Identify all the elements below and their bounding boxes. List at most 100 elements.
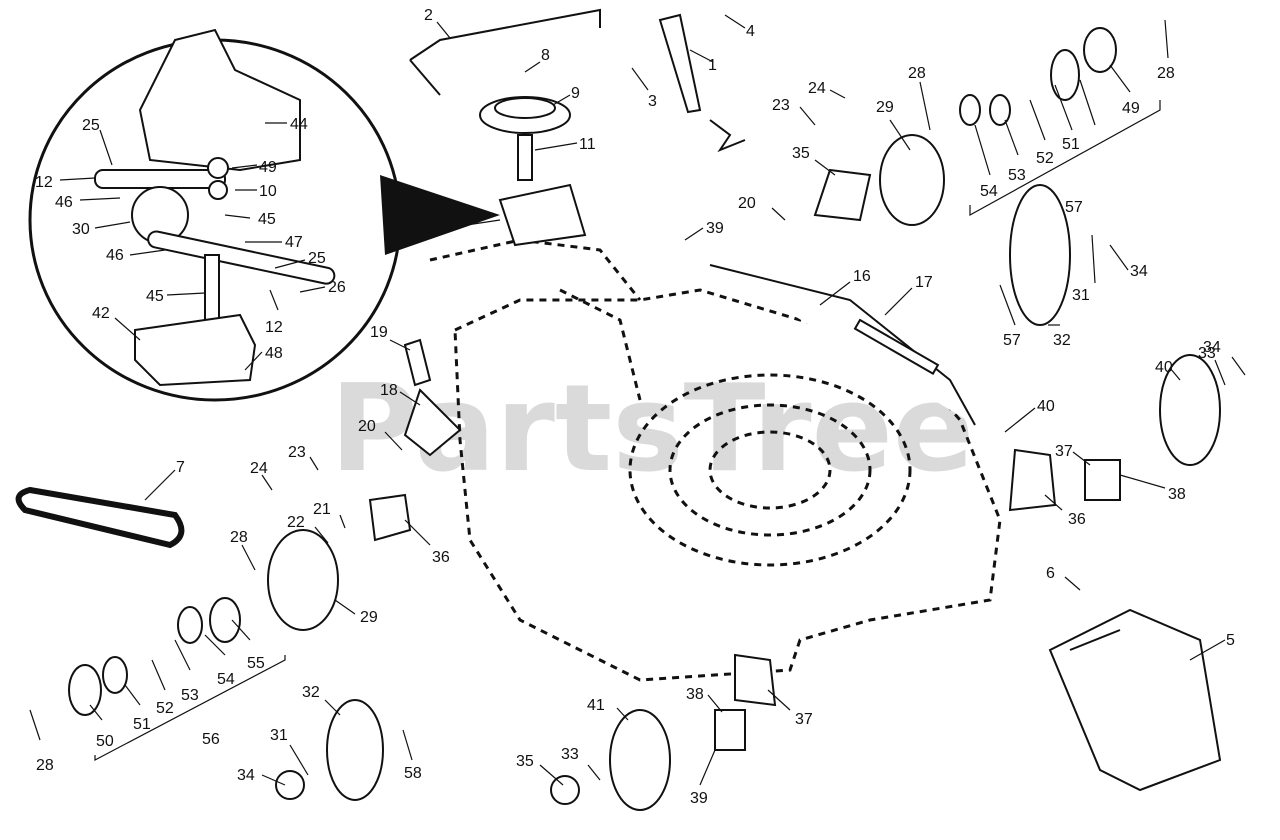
callout-label: 33 [1198,345,1216,362]
drive-belt [15,486,185,549]
callout-label: 49 [1122,100,1140,117]
callout-label: 13 [432,219,450,236]
callout-label: 17 [915,274,933,291]
callout-label: 2 [424,7,433,24]
callout-label: 34 [1203,339,1221,356]
callout-label: 36 [1068,511,1086,528]
bracket-left [368,493,412,542]
callout-label: 8 [541,47,550,64]
callout-label: 57 [1003,332,1021,349]
gear-wheel-left [267,529,339,631]
bearing-right [1050,49,1080,101]
callout-label: 28 [1157,65,1175,82]
callout-label: 37 [1055,443,1073,460]
bracket-right-front [1008,448,1057,512]
callout-label: 52 [156,700,174,717]
callout-label: 26 [328,279,346,296]
deck-housing-outline [429,238,1002,682]
callout-label: 47 [285,234,303,251]
callout-label: 16 [853,268,871,285]
callout-label: 39 [706,220,724,237]
callout-label: 23 [772,97,790,114]
callout-label: 21 [313,501,331,518]
hubcap-left-front [550,775,580,805]
transmission-inset [28,28,500,402]
hubcap-left-rear [275,770,305,800]
callout-labels: 1 2 3 4 5 6 7 8 9 10 11 12 12 13 16 17 1… [29,7,1246,807]
gear-wheel-right [879,134,945,226]
callout-label: 12 [35,174,53,191]
callout-label: 20 [358,418,376,435]
callout-label: 10 [259,183,277,200]
input-shaft [517,134,533,181]
break-symbol [709,119,746,153]
callout-label: 12 [265,319,283,336]
callout-label: 48 [265,345,283,362]
callout-label: 36 [432,549,450,566]
callout-label: 55 [247,655,265,672]
callout-label: 41 [587,697,605,714]
callout-label: 57 [1065,199,1083,216]
callout-label: 33 [561,746,579,763]
callout-label: 53 [181,687,199,704]
callout-label: 45 [146,288,164,305]
wheel-right-rear [1009,184,1071,326]
callout-label: 46 [55,194,73,211]
pinion-left [68,664,102,716]
callout-label: 51 [1062,136,1080,153]
callout-label: 9 [571,85,580,102]
callout-label: 53 [1008,167,1026,184]
callout-label: 32 [302,684,320,701]
callout-label: 40 [1037,398,1055,415]
callout-label: 34 [1130,263,1148,280]
callout-label: 51 [133,716,151,733]
callout-label: 45 [258,211,276,228]
pulley-hub [494,97,556,119]
callout-label: 5 [1226,632,1235,649]
callout-label: 44 [290,116,308,133]
inset-pointer [380,175,500,255]
callout-label: 46 [106,247,124,264]
wheel-right-front [1159,354,1221,466]
callout-label: 3 [648,93,657,110]
callout-label: 49 [259,159,277,176]
callout-label: 1 [708,57,717,74]
callout-label: 23 [288,444,306,461]
callout-label: 54 [217,671,235,688]
spring [853,318,940,376]
callout-label: 25 [308,250,326,267]
callout-label: 11 [579,136,596,153]
height-adjuster-right [1084,459,1121,501]
callout-label: 22 [287,514,305,531]
height-lever [403,338,432,387]
callout-label: 29 [876,99,894,116]
callout-label: 52 [1036,150,1054,167]
shift-lever [658,13,702,114]
callout-label: 24 [250,460,268,477]
callout-label: 24 [808,80,826,97]
callout-label: 50 [96,733,114,750]
callout-label: 28 [230,529,248,546]
callout-label: 40 [1155,359,1173,376]
lever-bracket [403,388,462,457]
bracket-right [813,168,872,222]
pinion-right [1083,27,1117,73]
discharge-chute [1048,608,1222,792]
callout-label: 31 [1072,287,1090,304]
callout-label: 32 [1053,332,1071,349]
bracket-left-front [734,653,777,707]
callout-label: 20 [738,195,756,212]
callout-label: 35 [792,145,810,162]
callout-label: 38 [686,686,704,703]
callout-label: 39 [690,790,708,807]
control-rod [409,8,601,61]
callout-label: 58 [404,765,422,782]
drive-rod [709,264,976,426]
callout-label: 42 [92,305,110,322]
callout-label: 34 [237,767,255,784]
callout-label: 28 [36,757,54,774]
height-adjuster-left [714,709,746,751]
callout-label: 18 [380,382,398,399]
wheel-left-front [609,709,671,811]
